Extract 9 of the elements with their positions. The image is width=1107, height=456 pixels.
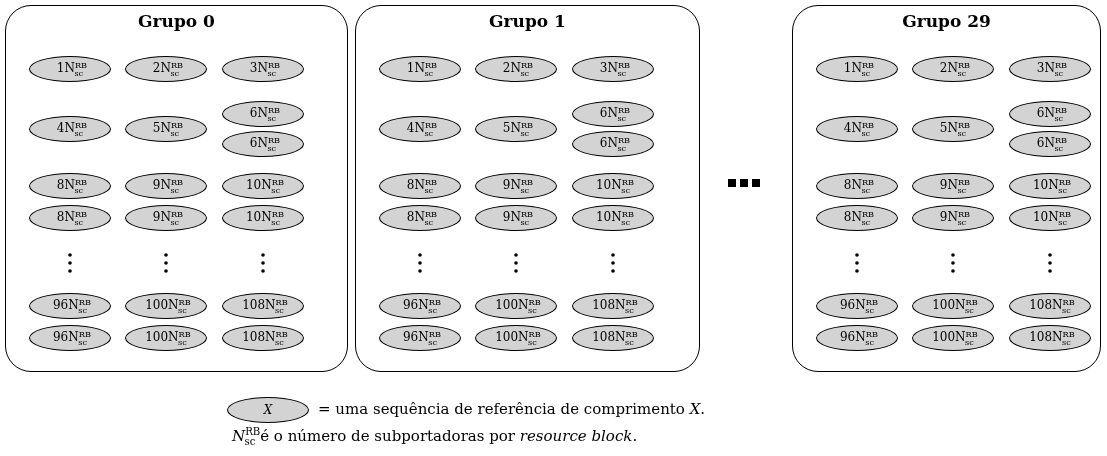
group-title: Grupo 29 bbox=[902, 11, 991, 31]
group-title: Grupo 0 bbox=[138, 11, 215, 31]
note-text: N$^{RB}$$_{sc}$ é o número de subportadoras por resource block. bbox=[232, 426, 638, 448]
note-text: = uma sequência de referência de comprimento X. bbox=[318, 400, 706, 418]
group-title: Grupo 1 bbox=[489, 11, 566, 31]
group-panel bbox=[355, 5, 700, 372]
sequence-ellipse: X bbox=[227, 397, 309, 423]
group-panel bbox=[792, 5, 1101, 372]
group-panel bbox=[5, 5, 348, 372]
